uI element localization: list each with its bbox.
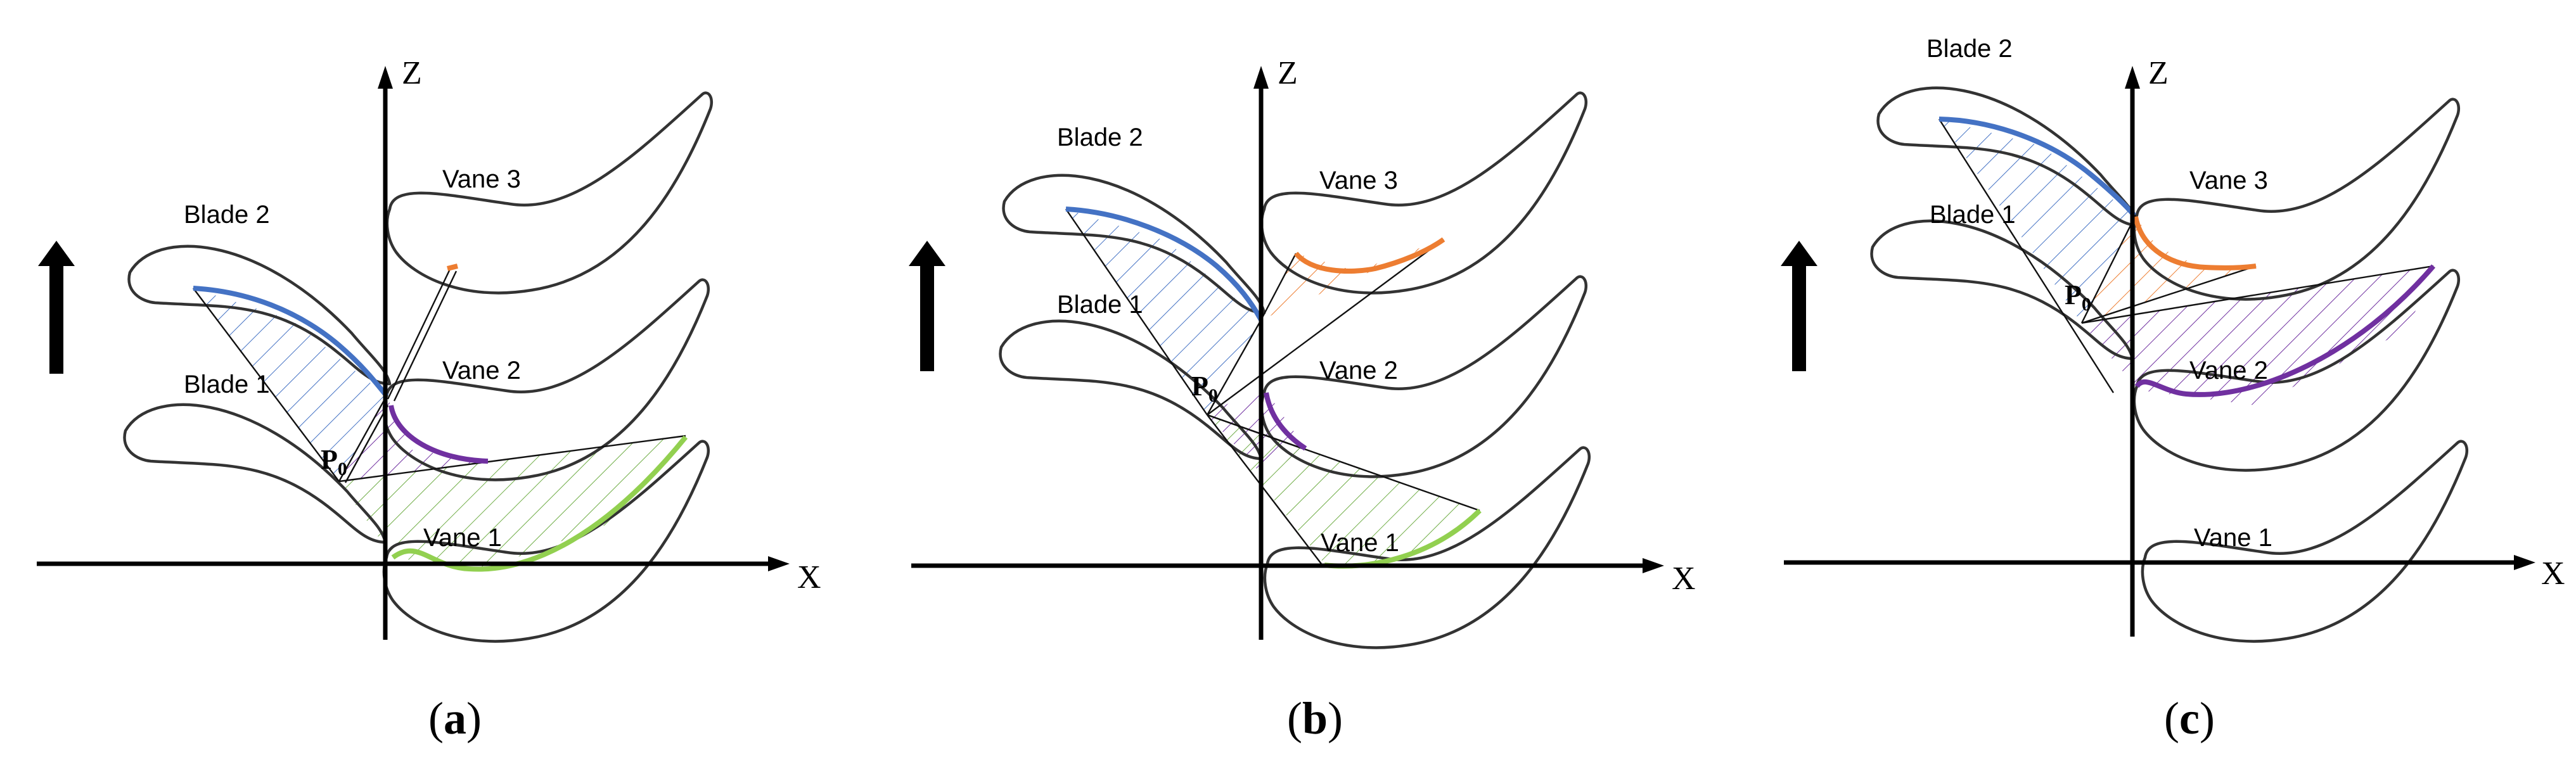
vane-2-label: Vane 2 — [2189, 357, 2268, 385]
panel-c: Z X Blade 2 Blade 1 Vane 3 Vane 2 Vane 1… — [1781, 35, 2565, 744]
vane-1-label: Vane 1 — [2194, 524, 2272, 552]
z-axis-arrow-icon — [2125, 66, 2140, 89]
motion-arrow-icon — [1781, 241, 1817, 371]
vane-1-label: Vane 1 — [423, 524, 502, 552]
vane-3-curve — [2133, 216, 2257, 270]
vane-3-curve — [447, 264, 458, 271]
point-p0-label: P0 — [321, 444, 347, 480]
z-axis-arrow-icon — [378, 66, 393, 89]
point-p0-label: P0 — [2065, 279, 2091, 315]
z-axis-label: Z — [402, 55, 422, 91]
vane-2-label: Vane 2 — [442, 357, 521, 385]
vane-2-label: Vane 2 — [1319, 357, 1398, 385]
motion-arrow-icon — [38, 241, 75, 374]
z-axis-label: Z — [2148, 55, 2169, 91]
vane-2-curve — [2134, 264, 2436, 397]
blade-2-label: Blade 2 — [1057, 124, 1143, 151]
vane-1-profile — [2143, 442, 2467, 642]
blade-2-label: Blade 2 — [184, 201, 270, 229]
blade-2-curve — [1938, 117, 2137, 217]
vane-3-profile — [387, 93, 712, 293]
blade-2-curve — [1065, 207, 1264, 321]
blade-1-label: Blade 1 — [1057, 291, 1143, 319]
panel-a: Z X Blade 2 Blade 1 Vane 3 Vane 2 Vane 1… — [37, 55, 821, 744]
vane-3-label: Vane 3 — [2189, 167, 2268, 194]
panel-label-a: (a) — [428, 693, 482, 744]
x-axis-arrow-icon — [768, 556, 790, 571]
motion-arrow-icon — [909, 241, 945, 371]
vane-2-curve — [388, 405, 489, 464]
vane-1-throat-region — [339, 436, 686, 570]
vane-3-label: Vane 3 — [1319, 167, 1398, 194]
blade-2-curve — [193, 286, 389, 398]
vane-2-throat-region — [339, 396, 488, 481]
vane-1-throat-region — [1207, 415, 1480, 564]
vane-2-profile — [1262, 277, 1586, 477]
panel-b: Z X Blade 2 Blade 1 Vane 3 Vane 2 Vane 1… — [909, 55, 1696, 744]
panel-label-c: (c) — [2164, 693, 2215, 744]
blade-2-label: Blade 2 — [1926, 35, 2013, 63]
vane-3-label: Vane 3 — [442, 165, 521, 193]
vane-3-curve — [1293, 237, 1445, 274]
x-axis-arrow-icon — [2514, 555, 2535, 570]
z-axis-label: Z — [1278, 55, 1298, 91]
x-axis-label: X — [2541, 556, 2565, 592]
blade-1-label: Blade 1 — [1930, 201, 2016, 229]
vane-1-curve — [391, 435, 688, 572]
x-axis-label: X — [797, 559, 821, 595]
blade-1-label: Blade 1 — [184, 371, 270, 398]
vane-1-label: Vane 1 — [1321, 529, 1399, 557]
z-axis-arrow-icon — [1253, 66, 1269, 89]
x-axis-arrow-icon — [1643, 558, 1664, 573]
blade-2-throat-region — [1939, 119, 2134, 323]
blade-2-throat-region — [1066, 209, 1261, 415]
point-p0-label: P0 — [1191, 371, 1218, 406]
vane-2-curve — [1264, 392, 1307, 451]
blade-2-throat-region — [193, 288, 387, 481]
panel-label-b: (b) — [1287, 693, 1343, 744]
x-axis-label: X — [1672, 561, 1696, 597]
vane-3-throat-region — [2082, 215, 2256, 323]
